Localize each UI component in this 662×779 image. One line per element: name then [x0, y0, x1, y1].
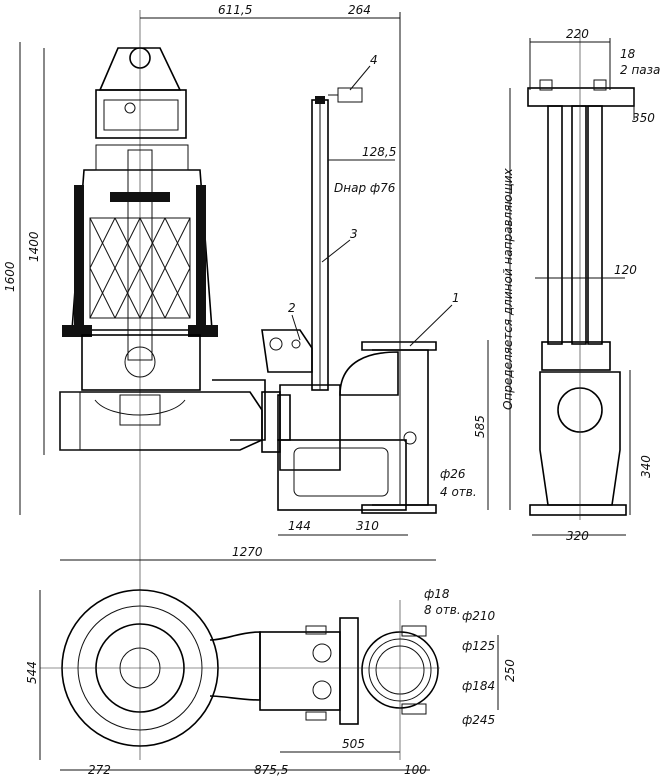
dim-holes-8: 8 отв. — [424, 603, 461, 617]
dim-1600: 1600 — [3, 261, 17, 292]
callout-4: 4 — [370, 53, 378, 67]
callout-2: 2 — [288, 301, 296, 315]
dim-544: 544 — [25, 661, 39, 684]
dim-611-5: 611,5 — [218, 3, 252, 17]
dim-1270: 1270 — [232, 545, 263, 559]
dim-slots-note: 2 паза — [620, 63, 660, 77]
dim-585: 585 — [473, 415, 487, 438]
dim-264: 264 — [348, 3, 371, 17]
dim-310: 310 — [356, 519, 379, 533]
dim-hole-26: ф26 — [440, 467, 466, 481]
dim-144: 144 — [288, 519, 311, 533]
plan-view — [40, 589, 440, 760]
dim-505: 505 — [342, 737, 365, 751]
dim-875-5: 875,5 — [254, 763, 288, 777]
dim-250: 250 — [503, 659, 517, 682]
dim-120: 120 — [614, 263, 637, 277]
dim-272: 272 — [88, 763, 111, 777]
dim-210: ф210 — [462, 609, 496, 623]
dim-18-hole: ф18 — [424, 587, 450, 601]
stator-windings — [89, 217, 191, 319]
dim-128-5: 128,5 — [362, 145, 396, 159]
dim-350: 350 — [632, 111, 655, 125]
front-view — [59, 10, 437, 760]
callout-1: 1 — [452, 291, 460, 305]
dim-holes-4: 4 отв. — [440, 485, 477, 499]
dim-220: 220 — [566, 27, 589, 41]
dimension-lines — [19, 12, 635, 771]
dim-320: 320 — [566, 529, 589, 543]
dim-125: ф125 — [462, 639, 495, 653]
side-view — [527, 30, 635, 520]
guide-length-note: Определяется длиной направляющих — [501, 167, 515, 410]
dim-340: 340 — [639, 455, 653, 478]
dim-1400: 1400 — [27, 231, 41, 262]
dim-184: ф184 — [462, 679, 495, 693]
dim-pipe-76: Dнар ф76 — [334, 181, 396, 195]
dim-245: ф245 — [462, 713, 495, 727]
dim-18-slot: 18 — [620, 47, 636, 61]
dim-100: 100 — [404, 763, 427, 777]
callout-3: 3 — [350, 227, 358, 241]
